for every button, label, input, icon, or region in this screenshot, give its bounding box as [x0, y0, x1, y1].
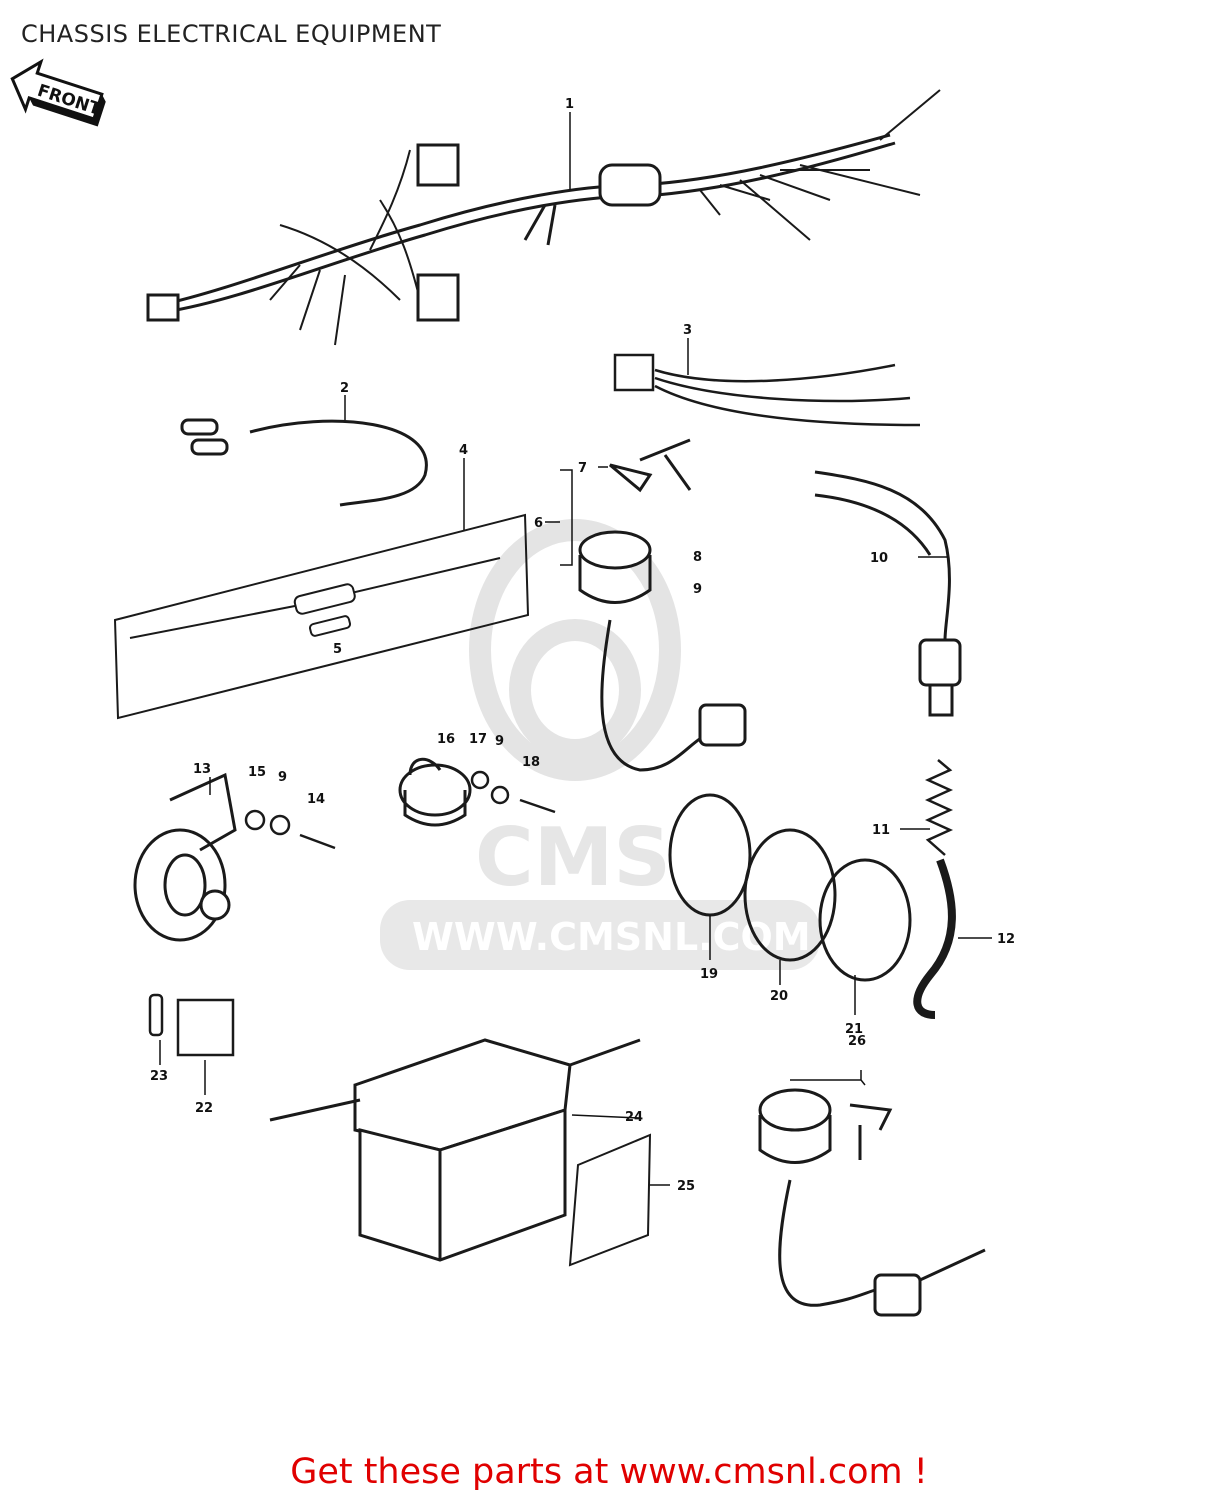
callout-19: 19 [700, 967, 718, 982]
instruction-label [568, 1133, 652, 1267]
callout-labels: 1 2 3 4 5 6 7 8 9 10 11 12 13 15 9 14 16… [150, 97, 1015, 1194]
watermark-logo: CMS [475, 811, 671, 904]
get-parts-link[interactable]: Get these parts at www.cmsnl.com ! [290, 1452, 928, 1492]
page-title: CHASSIS ELECTRICAL EQUIPMENT [21, 20, 442, 48]
callout-5: 5 [333, 642, 342, 657]
callout-26: 26 [848, 1034, 866, 1049]
callout-4: 4 [459, 443, 468, 458]
callout-13: 13 [193, 762, 211, 777]
callout-1: 1 [565, 97, 574, 112]
fuse-lead-box [113, 513, 530, 720]
callout-16: 16 [437, 732, 455, 747]
callout-20: 20 [770, 989, 788, 1004]
horn-hardware [244, 770, 556, 850]
horn [133, 772, 237, 942]
hose [913, 858, 956, 1019]
cms-watermark [380, 519, 820, 970]
callout-8: 8 [693, 550, 702, 565]
callout-11: 11 [872, 823, 890, 838]
watermark-url: WWW.CMSNL.COM [412, 915, 811, 959]
callout-12: 12 [997, 932, 1015, 947]
callout-18: 18 [522, 755, 540, 770]
wiring-harness [146, 89, 941, 346]
callout-9-c: 9 [495, 734, 504, 749]
flasher [398, 757, 472, 827]
callout-14: 14 [307, 792, 325, 807]
callout-15: 15 [248, 765, 266, 780]
sub-harness [180, 418, 428, 507]
callout-17: 17 [469, 732, 487, 747]
callout-2: 2 [340, 381, 349, 396]
callout-24: 24 [625, 1110, 643, 1125]
callout-21: 21 [845, 1022, 863, 1037]
callout-9-b: 9 [278, 770, 287, 785]
front-arrow: FRONT [10, 58, 106, 127]
callout-22: 22 [195, 1101, 213, 1116]
callout-6: 6 [534, 516, 543, 531]
ignition-switch-2 [758, 1088, 986, 1317]
battery [269, 1038, 641, 1262]
callout-3: 3 [683, 323, 692, 338]
callout-9: 9 [693, 582, 702, 597]
stop-light-switch [814, 470, 962, 717]
callout-leaders [159, 112, 992, 1186]
callout-25: 25 [677, 1179, 695, 1194]
relay-and-fuse [148, 993, 235, 1057]
callout-7: 7 [578, 461, 587, 476]
ignition-switch [578, 438, 747, 772]
callout-23: 23 [150, 1069, 168, 1084]
spring [924, 759, 954, 856]
callout-10: 10 [870, 551, 888, 566]
lead-harness [613, 353, 921, 427]
